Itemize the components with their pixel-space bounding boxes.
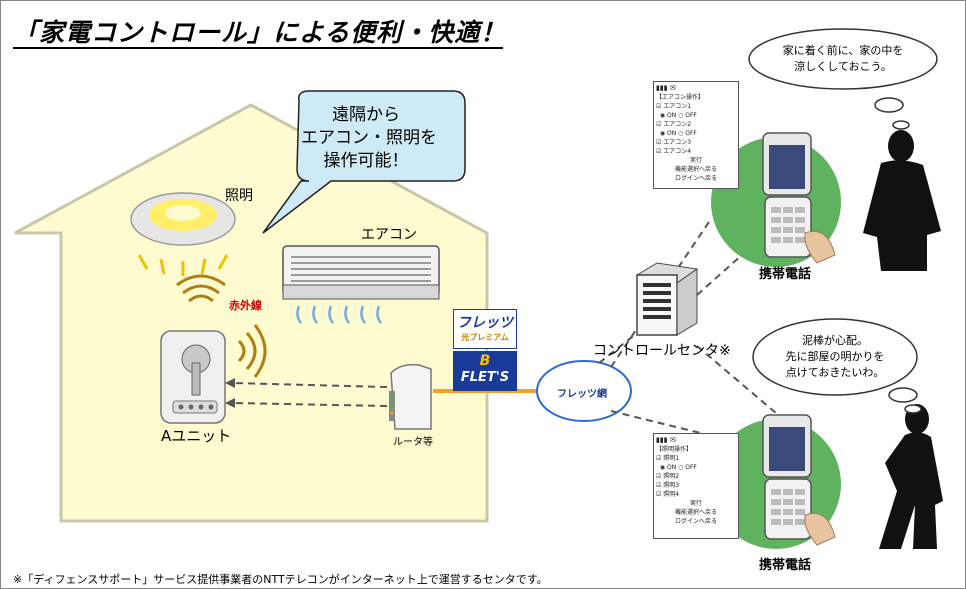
thought-text-bottom: 泥棒が心配。 先に部屋の明かりを 点けておきたいわ。 [765,333,905,381]
flets-net-label: フレッツ網 [557,389,607,400]
phone-bottom [762,414,836,546]
phone-screen-bottom: ▮▮▮ ✉ 【照明操作】 ☑ 照明1 ◉ ON ○ OFF ☑ 照明2 ☑ 照明… [653,433,739,539]
bubble-line: エアコン・照明を [301,128,437,148]
screen-row: ☑ エアコン1 [656,103,692,110]
flets-logo-main: フレッツ [457,315,513,331]
lighting-label: 照明 [225,188,253,204]
bubble-line: 操作可能！ [323,151,409,171]
infrared-label: 赤外線 [229,299,262,312]
screen-row-options[interactable]: ◉ ON ○ OFF [656,464,697,471]
control-center-label: コントロールセンタ※ [593,343,731,359]
house-bubble-text: 遠隔から エアコン・照明を 操作可能！ [301,104,437,173]
control-center-server [635,262,699,336]
house-shape [14,103,489,523]
a-unit-device [160,330,226,424]
man-silhouette [863,130,941,271]
b-flets-logo-sub: FLET'S [460,370,510,385]
a-unit-label: Aユニット [161,427,232,445]
screen-exec-button[interactable]: 実行 [689,500,702,507]
thought-line: 泥棒が心配。 [802,334,868,347]
router-to-unit-arrows [232,382,388,407]
screen-header: 【照明操作】 [656,446,693,453]
infrared-waves [176,274,267,378]
screen-signal-icon: ▮▮▮ ✉ [656,84,676,92]
screen-header: 【エアコン操作】 [656,94,705,101]
router-label: ルータ等 [393,437,433,448]
screen-row: ☑ 照明3 [656,482,680,489]
screen-back-link[interactable]: 機能選択へ戻る [674,166,717,173]
thought-line: 家に着く前に、家の中を [782,44,904,57]
phone-top [762,132,836,264]
footnote: ※「ディフェンスサポート」サービス提供事業者のNTTテレコンがインターネット上で… [13,573,548,586]
screen-row: ☑ エアコン3 [656,139,692,146]
screen-row: ☑ 照明1 [656,455,680,462]
screen-row: ☑ エアコン2 [656,121,692,128]
flets-premium-logo: フレッツ 光プレミアム [453,309,517,349]
thought-line: 点けておきたいわ。 [785,366,885,379]
screen-login-link[interactable]: ログインへ戻る [674,518,717,525]
screen-login-link[interactable]: ログインへ戻る [674,175,717,182]
page-title: 「家電コントロール」による便利・快適！ [13,18,507,47]
bubble-line: 遠隔から [332,105,400,125]
thought-text-top: 家に着く前に、家の中を 涼しくしておこう。 [761,43,925,75]
screen-row: ☑ 照明4 [656,491,680,498]
b-flets-logo: B FLET'S [453,351,517,391]
title-underline [13,47,503,49]
speech-bubble [262,90,466,234]
phone-screen-top: ▮▮▮ ✉ 【エアコン操作】 ☑ エアコン1 ◉ ON ○ OFF ☑ エアコン… [653,81,739,189]
b-flets-logo-main: B [479,353,491,369]
screen-row-options[interactable]: ◉ ON ○ OFF [656,112,697,119]
ceiling-light [130,192,236,276]
thought-line: 先に部屋の明かりを [785,350,885,363]
air-conditioner [282,245,440,324]
screen-back-link[interactable]: 機能選択へ戻る [674,509,717,516]
flets-logo-sub: 光プレミアム [461,333,509,342]
woman-silhouette [879,404,943,549]
flets-network [536,360,632,422]
aircon-label: エアコン [361,227,417,243]
screen-exec-button[interactable]: 実行 [689,157,702,164]
thought-cloud-top [748,28,938,130]
screen-row: ☑ エアコン4 [656,148,692,155]
thought-cloud-bottom [752,318,922,414]
phone-bottom-label: 携帯電話 [759,558,812,573]
thought-line: 涼しくしておこう。 [794,60,892,73]
phone-top-label: 携帯電話 [759,267,812,282]
screen-row: ☑ 照明2 [656,473,680,480]
router-device [389,363,432,430]
screen-row-options[interactable]: ◉ ON ○ OFF [656,130,697,137]
screen-signal-icon: ▮▮▮ ✉ [656,436,676,444]
